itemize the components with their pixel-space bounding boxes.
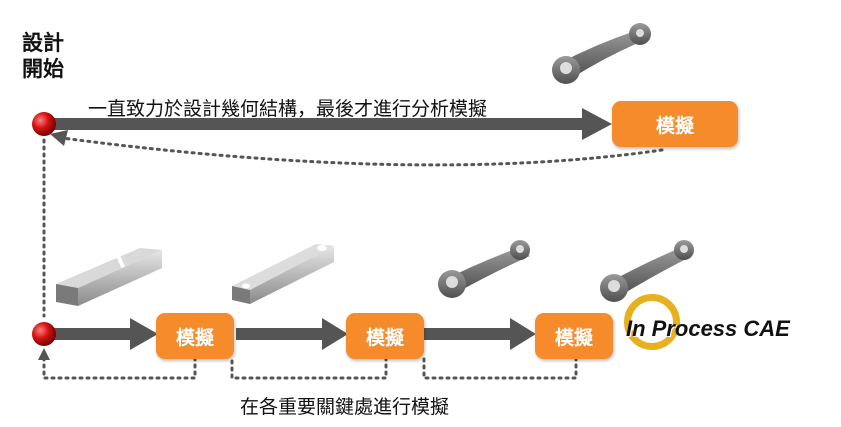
start-dot-bottom <box>32 322 56 346</box>
bottom-arrow-2 <box>236 318 348 350</box>
part-bar-plain-image <box>56 248 162 306</box>
simulation-box-label: 模擬 <box>655 114 694 137</box>
feedback-arrowhead <box>38 348 50 360</box>
bottom-arrow-3 <box>424 318 536 350</box>
simulation-box-top: 模擬 <box>612 101 738 147</box>
part-link-ring-image <box>600 240 694 302</box>
bottom-feedback-loops <box>42 356 578 380</box>
logo-ring-icon <box>624 294 680 350</box>
start-dot-top <box>32 112 56 136</box>
simulation-box-label: 模擬 <box>365 326 404 349</box>
bottom-arrow-1 <box>50 318 158 350</box>
part-link-image <box>438 240 530 298</box>
simulation-box-label: 模擬 <box>554 326 593 349</box>
top-caption: 一直致力於設計幾何結構，最後才進行分析模擬 <box>88 98 488 120</box>
logo-text: In Process CAE <box>626 316 790 341</box>
top-main-arrow <box>50 108 612 140</box>
simulation-box-1: 模擬 <box>156 313 234 359</box>
simulation-box-2: 模擬 <box>346 313 424 359</box>
simulation-box-3: 模擬 <box>535 313 613 359</box>
design-start-label: 設計 開始 <box>22 31 64 81</box>
bottom-caption: 在各重要關鍵處進行模擬 <box>240 396 450 418</box>
simulation-box-label: 模擬 <box>175 326 214 349</box>
top-return-arrow <box>50 130 664 167</box>
part-bar-with-hole-image <box>232 244 334 304</box>
part-link-top-image <box>552 23 651 84</box>
in-process-cae-logo: In Process CAE <box>620 294 830 360</box>
